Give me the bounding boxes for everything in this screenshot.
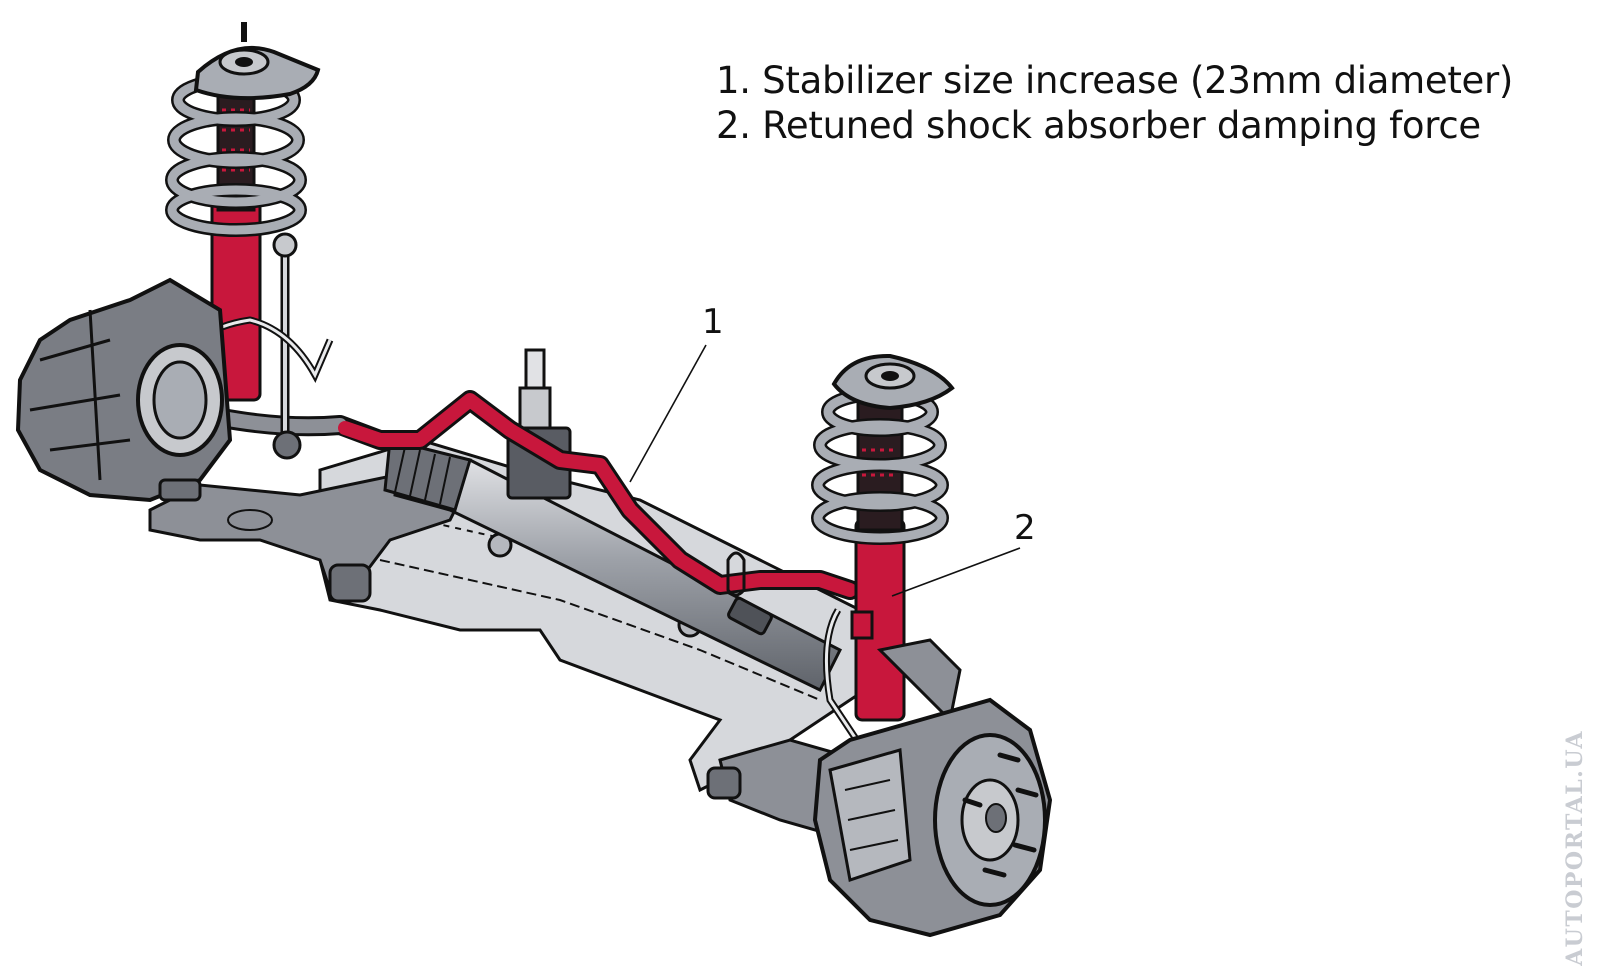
legend: 1. Stabilizer size increase (23mm diamet… bbox=[716, 58, 1513, 148]
callout-1-leader bbox=[629, 344, 707, 483]
callout-1-label: 1 bbox=[702, 302, 724, 342]
legend-item-number: 2. bbox=[716, 104, 751, 147]
left-wheel-hub bbox=[15, 277, 233, 503]
watermark: AUTOPORTAL.UA bbox=[1562, 730, 1588, 966]
right-shock-absorber bbox=[850, 518, 906, 722]
right-strut-mount bbox=[831, 353, 955, 411]
legend-item-text: Retuned shock absorber damping force bbox=[762, 104, 1481, 147]
callout-2-label: 2 bbox=[1014, 508, 1036, 548]
left-strut-mount bbox=[193, 22, 321, 101]
legend-item-number: 1. bbox=[716, 59, 751, 102]
left-lower-control-arm bbox=[148, 468, 473, 603]
right-strut bbox=[811, 353, 955, 762]
wheel-studs bbox=[962, 752, 1039, 878]
steering-rack bbox=[383, 348, 843, 692]
legend-item-text: Stabilizer size increase (23mm diameter) bbox=[762, 59, 1514, 102]
legend-item: 1. Stabilizer size increase (23mm diamet… bbox=[716, 58, 1513, 103]
steering-boot bbox=[383, 438, 472, 512]
subframe bbox=[318, 438, 882, 793]
right-wheel-hub bbox=[812, 638, 1053, 938]
legend-item: 2. Retuned shock absorber damping force bbox=[716, 103, 1513, 148]
callout-2-leader bbox=[891, 547, 1021, 597]
left-stabilizer-link bbox=[272, 232, 302, 460]
